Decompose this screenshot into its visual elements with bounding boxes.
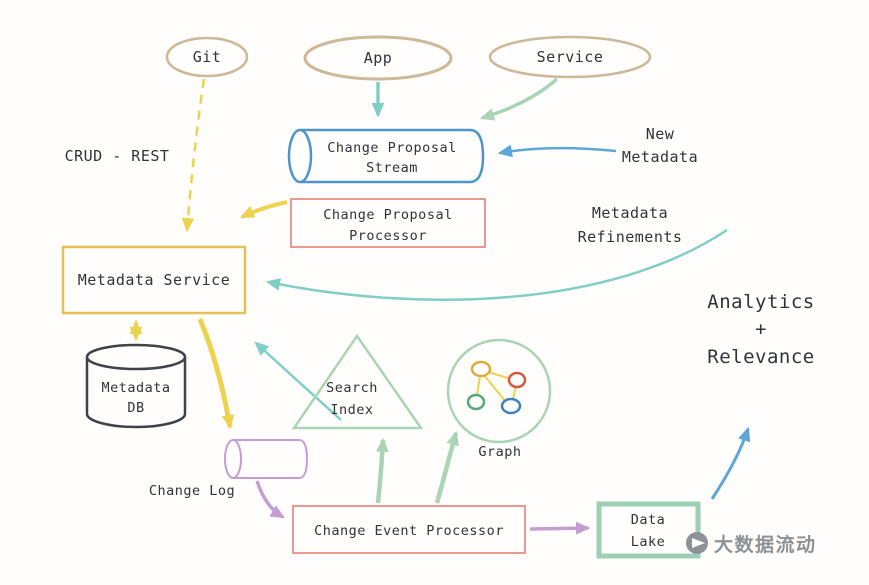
arrow-metadata-refinements-to-metadata-service (265, 228, 728, 301)
graph-label: Graph (478, 444, 521, 460)
search-index-shape (291, 333, 424, 430)
git-node-shape (165, 36, 249, 78)
change-event-processor-label: Change Event Processor (314, 523, 504, 539)
arrow-event-processor-to-search-index (375, 437, 389, 504)
metadata-refinements-annotation-2: Refinements (578, 228, 683, 246)
metadata-db-cap (85, 343, 187, 371)
metadata-service-shape (61, 245, 247, 315)
service-node-label: Service (537, 48, 604, 66)
change-proposal-stream-label-2: Stream (366, 160, 418, 176)
change-proposal-processor-shape (290, 198, 486, 248)
data-lake-label-2: Lake (631, 534, 666, 550)
watermark-text: 大数据流动 (714, 533, 817, 556)
arrow-new-metadata-to-stream (497, 144, 617, 158)
graph-vertex-red (507, 371, 527, 389)
graph-edge (476, 375, 481, 396)
data-lake-shape (596, 501, 701, 559)
data-lake-label-1: Data (631, 512, 666, 528)
arrow-change-log-to-event-processor (255, 480, 286, 519)
metadata-db-label-1: Metadata (101, 380, 170, 396)
change-proposal-stream-body (300, 128, 485, 184)
service-node-shape (488, 35, 652, 79)
metadata-refinements-annotation-1: Metadata (592, 204, 668, 222)
metadata-service-node: Metadata Service (61, 245, 247, 315)
arrow-event-processor-to-data-lake (529, 521, 591, 535)
search-index-label-2: Index (330, 402, 373, 418)
arrow-service-to-stream (479, 77, 559, 121)
crud-rest-annotation: CRUD - REST (65, 147, 170, 165)
metadata-db-label-2: DB (127, 400, 144, 416)
arrow-event-processor-to-graph (434, 430, 459, 504)
graph-edge (487, 371, 509, 379)
change-proposal-processor-label-2: Processor (349, 228, 427, 244)
change-log-node: Change Log (149, 439, 309, 499)
analytics-annotation-2: + (755, 318, 767, 340)
change-event-processor-node: Change Event Processor (292, 505, 526, 554)
arrow-metadata-service-to-change-log (197, 318, 235, 430)
watermark: 大数据流动 (686, 532, 817, 556)
new-metadata-annotation-1: New (646, 125, 675, 143)
change-log-body (233, 439, 309, 479)
search-index-label-1: Search (326, 380, 378, 396)
new-metadata-annotation-2: Metadata (622, 148, 698, 166)
app-node-shape (303, 35, 453, 81)
graph-vertex-green (466, 393, 486, 411)
change-log-label: Change Log (149, 483, 235, 499)
arrow-processor-to-metadata-service (239, 200, 288, 219)
graph-shape (446, 338, 552, 444)
change-proposal-stream-node: Change Proposal Stream (287, 128, 485, 184)
change-event-processor-shape (292, 505, 526, 554)
analytics-annotation-3: Relevance (707, 346, 814, 368)
arrow-git-to-metadata-service (181, 78, 206, 233)
metadata-db-body (85, 357, 187, 429)
metadata-service-label: Metadata Service (78, 271, 231, 289)
metadata-db-node: Metadata DB (85, 343, 187, 429)
graph-vertex-orange (470, 360, 492, 378)
change-proposal-stream-cap (287, 128, 313, 184)
graph-edge (483, 374, 506, 402)
git-node-label: Git (193, 48, 222, 66)
arrow-search-index-to-metadata-service (254, 341, 342, 421)
analytics-annotation-1: Analytics (707, 291, 814, 313)
app-node-label: App (364, 49, 393, 67)
change-proposal-processor-label-1: Change Proposal (323, 207, 452, 223)
data-lake-node: Data Lake (596, 501, 701, 559)
graph-node: Graph (446, 338, 552, 460)
arrow-data-lake-to-analytics (710, 426, 751, 500)
search-index-node: Search Index (291, 333, 424, 430)
graph-vertex-blue (500, 397, 522, 415)
graph-edge (512, 385, 517, 400)
change-proposal-processor-node: Change Proposal Processor (290, 198, 486, 248)
change-log-cap (224, 439, 242, 479)
watermark-logo-glyph (692, 538, 705, 548)
change-proposal-stream-label-1: Change Proposal (327, 140, 456, 156)
